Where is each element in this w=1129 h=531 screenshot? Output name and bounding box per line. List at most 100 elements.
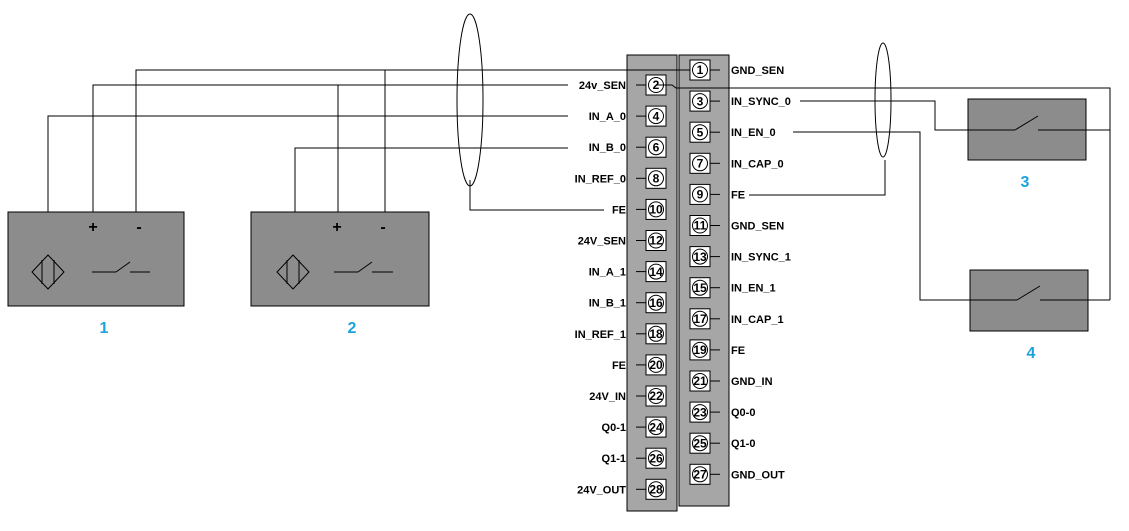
terminal-screw-icon [692,466,708,483]
terminal-number: 28 [649,483,663,497]
terminal-label: Q1-1 [602,453,626,465]
terminal-number: 25 [693,436,707,450]
terminal-number: 10 [649,203,663,217]
terminal-number: 27 [693,468,707,482]
terminal-label: 24V_IN [589,391,626,403]
terminal-24: 24 Q0-1 [602,416,667,438]
terminal-number: 9 [697,188,704,202]
device-1-minus-label: - [136,219,141,236]
switch-contact-icon [970,285,1110,301]
terminal-screw-icon [692,279,708,296]
terminal-label: 24V_OUT [577,484,626,496]
cable-shield-ellipse [874,42,892,158]
device-2: + - [250,211,430,307]
terminal-label: IN_A_1 [589,267,626,279]
terminal-label: FE [612,204,626,216]
terminal-label: IN_REF_1 [575,329,626,341]
terminal-number: 17 [693,312,707,326]
terminal-screw-icon [692,310,708,327]
terminal-screw-icon [648,481,664,498]
terminal-label: Q0-1 [602,422,626,434]
switch-contact-icon [968,115,1110,131]
terminal-screw-icon [648,263,664,280]
terminal-label: GND_OUT [731,469,785,481]
terminal-label: IN_CAP_0 [731,158,784,170]
wire-fe-shield-right [749,160,886,196]
terminal-screw-icon [648,419,664,436]
terminal-screw-icon [648,232,664,249]
terminal-number: 16 [649,296,663,310]
terminal-screw-icon [692,62,708,78]
terminal-label: FE [731,189,745,201]
terminal-11: 11 GND_SEN [689,215,784,236]
terminal-screw-icon [692,341,708,358]
terminal-7: 7 IN_CAP_0 [689,152,784,174]
terminal-number: 18 [649,327,663,341]
terminal-number: 7 [697,157,704,171]
device-3-label: 3 [1021,174,1030,191]
switch-contact-icon [92,261,150,273]
device-2-minus-label: - [380,219,385,236]
terminal-26: 26 Q1-1 [602,447,667,469]
terminal-label: IN_B_1 [589,298,626,310]
terminal-number: 20 [649,358,663,372]
terminal-18: 18 IN_REF_1 [575,323,667,345]
terminal-screw-icon [692,373,708,389]
terminal-number: 12 [649,234,663,248]
terminal-label: 24v_SEN [579,80,626,92]
device-2-label: 2 [348,320,357,337]
terminal-label: Q0-0 [731,407,755,419]
wiring [47,13,1111,301]
terminal-number: 24 [649,420,663,434]
terminal-4: 4IN_A_0 [589,105,667,127]
wire-24v-sen [92,84,568,212]
terminal-25: 25 Q1-0 [689,432,755,454]
wire-in-en-0 [793,131,970,301]
terminal-label: IN_B_0 [589,142,626,154]
terminal-label: Q1-0 [731,438,755,450]
terminal-screw-icon [692,186,708,203]
terminal-screw-icon [692,217,708,234]
terminal-label: GND_IN [731,376,773,388]
terminal-label: IN_EN_1 [731,283,776,295]
terminal-10: 10 FE [612,198,667,220]
terminal-screw-icon [648,450,664,467]
terminal-screw-icon [648,170,664,187]
proximity-sensor-icon [31,254,65,290]
terminal-number: 8 [653,172,660,186]
terminal-label: IN_REF_0 [575,173,626,185]
terminal-label: GND_SEN [731,65,784,77]
wire-in-b-0 [294,147,568,212]
terminal-label: FE [612,360,626,372]
terminal-number: 21 [693,374,707,388]
terminal-label: FE [731,345,745,357]
terminal-screw-icon [692,93,708,110]
terminal-8: 8 IN_REF_0 [575,167,667,189]
terminal-label: IN_EN_0 [731,127,776,139]
wire-24v-sen-switches [656,84,1111,300]
terminal-screw-icon [692,248,708,265]
terminal-number: 4 [653,109,660,123]
terminal-number: 11 [694,219,707,233]
proximity-sensor-icon [276,254,310,290]
device-4-label: 4 [1027,345,1036,362]
terminal-screw-icon [692,404,708,421]
terminal-number: 6 [653,140,660,154]
terminal-number: 26 [649,451,663,465]
device-1-box [7,211,185,307]
left-terminal-group: 224v_SEN4IN_A_06IN_B_08IN_REF_010FE1224V… [575,74,667,500]
terminal-label: 24V_SEN [578,236,626,248]
terminal-label: GND_SEN [731,221,784,233]
wire-fe-shield-left [469,180,604,211]
terminal-28: 28 24V_OUT [577,478,667,500]
terminal-number: 13 [693,250,707,264]
terminal-number: 19 [693,343,707,357]
terminal-number: 5 [697,125,704,139]
terminal-screw-icon [648,108,664,125]
wire-in-sync-0 [800,100,968,131]
